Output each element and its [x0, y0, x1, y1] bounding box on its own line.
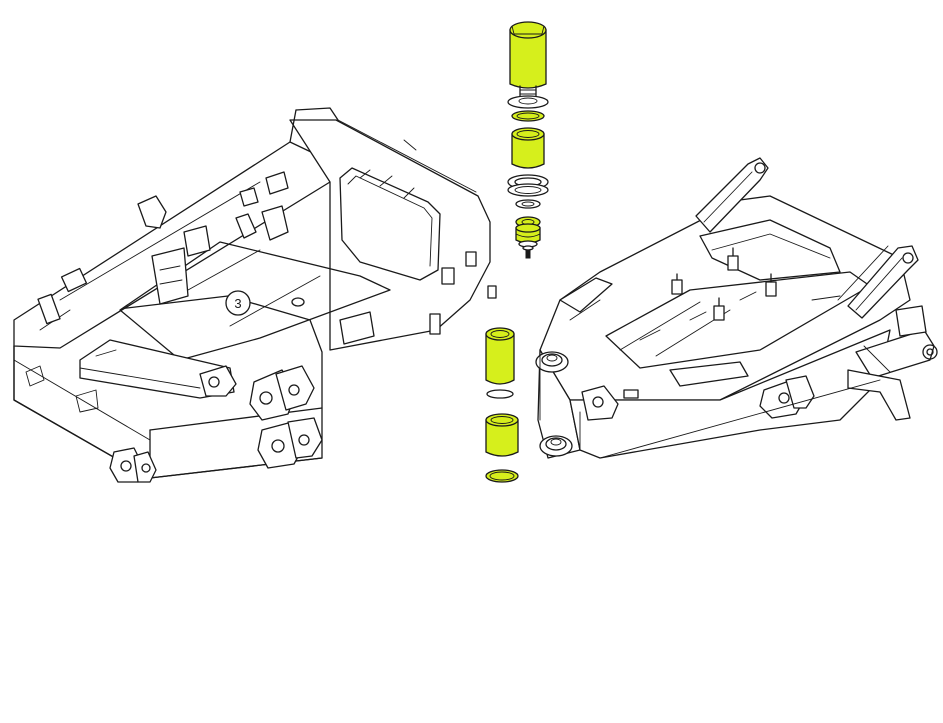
upper-bushing — [511, 127, 545, 169]
upper-spherical-bearing — [515, 223, 541, 244]
front-frame — [535, 157, 938, 459]
front-frame-studs — [671, 247, 777, 321]
lower-bushing — [485, 413, 519, 457]
upper-pivot-pin — [509, 21, 547, 99]
front-frame-pivot-bosses — [535, 351, 573, 457]
upper-pin-head — [509, 21, 547, 39]
lower-pivot-stack — [485, 327, 519, 483]
rear-frame: 3 — [13, 107, 497, 483]
upper-pivot-stack — [507, 21, 549, 259]
rear-frame-lugs — [109, 365, 323, 483]
callout-circle-3 — [225, 290, 251, 316]
front-frame-left-arm — [695, 157, 769, 233]
lower-pivot-pin — [485, 327, 515, 385]
upper-pin-body — [509, 29, 547, 89]
rear-frame-cross-beam — [79, 339, 235, 399]
callout-label: 3 — [234, 296, 241, 311]
front-frame-right-arm — [837, 245, 919, 319]
